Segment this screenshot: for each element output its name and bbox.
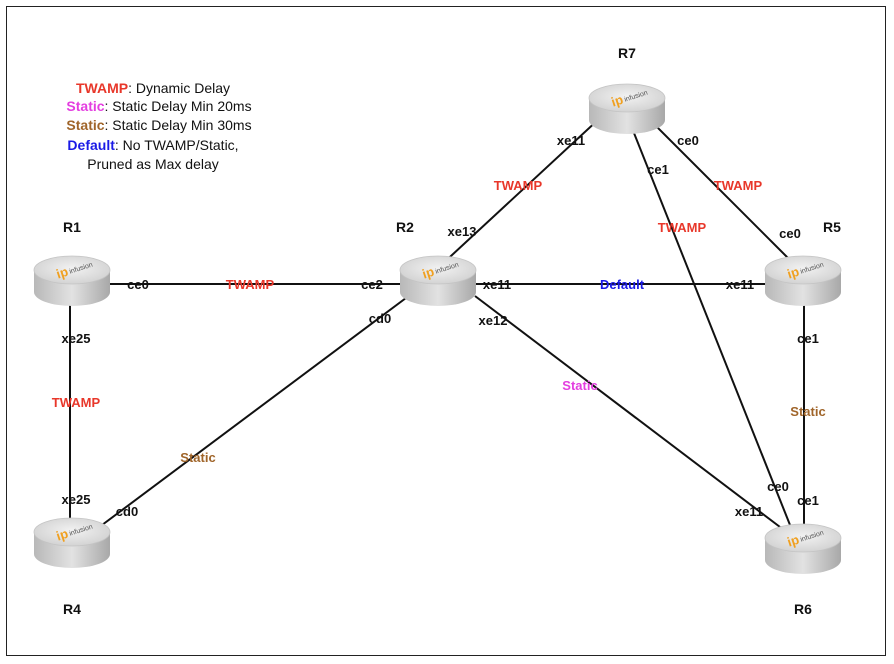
- router-names: R1 R2 R4 R5 R6 R7: [63, 45, 841, 617]
- if-r5-ce0: ce0: [779, 226, 801, 241]
- svg-text:ip: ip: [54, 264, 70, 282]
- legend-item-default: Default: No TWAMP/Static,: [67, 137, 238, 153]
- router-r5[interactable]: ip infusion: [764, 255, 842, 307]
- svg-text:ip: ip: [420, 264, 436, 282]
- if-r5-ce1: ce1: [797, 331, 819, 346]
- link-label-r2-r5: Default: [600, 277, 645, 292]
- if-r7-ce1: ce1: [647, 162, 669, 177]
- link-r2-r6: [474, 295, 781, 528]
- legend-key: Default: [67, 137, 115, 153]
- legend-key: TWAMP: [76, 80, 128, 96]
- if-r4-cd0: cd0: [116, 504, 138, 519]
- interface-labels: ce0 ce2 xe11 xe11 xe25 xe25 cd0 cd0 xe13…: [62, 133, 819, 519]
- legend-key: Static: [66, 98, 104, 114]
- legend-text: : Dynamic Delay: [128, 80, 230, 96]
- svg-text:ip: ip: [785, 532, 801, 550]
- router-name-r5: R5: [823, 219, 841, 235]
- link-r7-r5: [647, 117, 793, 263]
- router-r1[interactable]: ip infusion: [33, 255, 111, 307]
- if-r2-cd0: cd0: [369, 311, 391, 326]
- legend-text: : No TWAMP/Static,: [115, 137, 239, 153]
- link-labels: TWAMP Default TWAMP Static TWAMP Static …: [52, 178, 826, 465]
- link-r2-r7: [437, 117, 601, 269]
- svg-text:ip: ip: [785, 264, 801, 282]
- router-name-r6: R6: [794, 601, 812, 617]
- link-r2-r4: [89, 294, 411, 535]
- if-r6-ce0: ce0: [767, 479, 789, 494]
- links: [69, 117, 805, 545]
- if-r2-xe13: xe13: [448, 224, 477, 239]
- link-label-r2-r6: Static: [562, 378, 597, 393]
- legend: TWAMP: Dynamic Delay Static: Static Dela…: [66, 80, 251, 172]
- router-r6[interactable]: ip infusion: [764, 523, 842, 575]
- if-r4-xe25: xe25: [62, 492, 91, 507]
- legend-item-static-30: Static: Static Delay Min 30ms: [66, 117, 251, 133]
- router-name-r7: R7: [618, 45, 636, 61]
- link-label-r1-r2: TWAMP: [226, 277, 275, 292]
- legend-note: Pruned as Max delay: [87, 156, 219, 172]
- if-r1-ce0: ce0: [127, 277, 149, 292]
- if-r7-xe11: xe11: [557, 133, 585, 148]
- if-r6-ce1: ce1: [797, 493, 819, 508]
- router-name-r1: R1: [63, 219, 81, 235]
- link-label-r7-r5: TWAMP: [714, 178, 763, 193]
- if-r1-xe25: xe25: [62, 331, 91, 346]
- legend-item-twamp: TWAMP: Dynamic Delay: [76, 80, 230, 96]
- if-r5-xe11: xe11: [726, 277, 754, 292]
- link-label-r2-r4: Static: [180, 450, 215, 465]
- link-label-r2-r7: TWAMP: [494, 178, 543, 193]
- router-r4[interactable]: ip infusion: [33, 517, 111, 569]
- router-r2[interactable]: ip infusion: [399, 255, 477, 307]
- svg-text:ip: ip: [54, 526, 70, 544]
- legend-item-static-20: Static: Static Delay Min 20ms: [66, 98, 251, 114]
- link-label-r5-r6: Static: [790, 404, 825, 419]
- if-r6-xe11: xe11: [735, 504, 763, 519]
- if-r2-ce2: ce2: [361, 277, 383, 292]
- router-r7[interactable]: ip infusion: [588, 83, 666, 135]
- legend-text: : Static Delay Min 20ms: [105, 98, 252, 114]
- link-r7-r6: [627, 117, 793, 531]
- link-label-r1-r4: TWAMP: [52, 395, 101, 410]
- link-label-r7-r6: TWAMP: [658, 220, 707, 235]
- if-r2-xe11: xe11: [483, 277, 511, 292]
- if-r2-xe12: xe12: [479, 313, 508, 328]
- diagram-frame: [6, 6, 886, 656]
- router-name-r4: R4: [63, 601, 81, 617]
- if-r7-ce0: ce0: [677, 133, 699, 148]
- legend-text: : Static Delay Min 30ms: [105, 117, 252, 133]
- svg-text:ip: ip: [609, 92, 625, 110]
- legend-key: Static: [66, 117, 104, 133]
- router-name-r2: R2: [396, 219, 414, 235]
